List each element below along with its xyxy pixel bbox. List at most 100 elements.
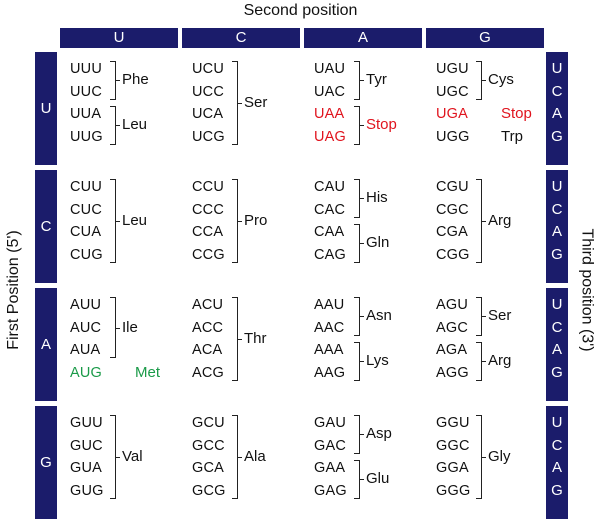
codon-AAC: AAC — [314, 319, 345, 336]
codon-CAG: CAG — [314, 246, 347, 263]
second-position-label: Second position — [243, 2, 358, 19]
codon-UCU: UCU — [192, 61, 225, 77]
codon-ACA: ACA — [192, 342, 223, 358]
codon-GAU: GAU — [314, 415, 347, 431]
amino-acid-his: His — [366, 189, 388, 207]
codon-UUC: UUC — [70, 83, 103, 100]
third-position-letter-A: A — [551, 341, 562, 358]
codon-GUU: GUU — [70, 415, 103, 431]
second-position-header-A: A — [304, 28, 422, 48]
amino-acid-stop: Stop — [501, 105, 532, 122]
third-position-letter-G: G — [551, 363, 563, 381]
amino-acid-val: Val — [122, 447, 143, 465]
third-position-letter-G: G — [551, 127, 563, 145]
third-position-letter-A: A — [551, 105, 562, 122]
codon-UUU: UUU — [70, 61, 103, 77]
third-position-letter-U: U — [551, 178, 563, 195]
codon-GGA: GGA — [436, 460, 469, 476]
bracket-tick — [237, 102, 242, 104]
second-position-header-U: U — [60, 28, 178, 48]
codon-CGA: CGA — [436, 224, 469, 240]
codon-UUG: UUG — [70, 128, 103, 145]
amino-acid-thr: Thr — [244, 329, 267, 347]
amino-acid-leu: Leu — [122, 211, 148, 229]
codon-CGC: CGC — [436, 201, 469, 218]
third-position-letter-C: C — [551, 200, 563, 218]
codon-AAA: AAA — [314, 342, 344, 358]
amino-acid-tyr: Tyr — [366, 71, 387, 89]
third-position-letter-C: C — [551, 436, 563, 454]
bracket-tick — [359, 434, 364, 436]
amino-acid-pro: Pro — [244, 211, 268, 229]
codon-ACG: ACG — [192, 364, 225, 381]
bracket-tick — [481, 316, 486, 318]
bracket-tick — [237, 456, 242, 458]
amino-acid-ser: Ser — [488, 307, 512, 325]
second-position-header-G: G — [426, 28, 544, 48]
codon-GAG: GAG — [314, 482, 347, 499]
codon-CUA: CUA — [70, 224, 102, 240]
amino-acid-ile: Ile — [122, 318, 138, 336]
first-position-header-G: G — [35, 406, 57, 519]
bracket-tick — [115, 456, 120, 458]
bracket-tick — [481, 80, 486, 82]
codon-cell: CUU CUC CUA CUG Leu — [60, 170, 178, 283]
codon-ACC: ACC — [192, 319, 224, 336]
bracket-tick — [359, 316, 364, 318]
bracket-tick — [481, 220, 486, 222]
bracket-tick — [359, 479, 364, 481]
amino-acid-cys: Cys — [488, 71, 514, 89]
codon-CGU: CGU — [436, 179, 469, 195]
codon-CCU: CCU — [192, 179, 225, 195]
codon-GCU: GCU — [192, 415, 225, 431]
codon-AGU: AGU — [436, 297, 469, 313]
bracket-tick — [359, 125, 364, 127]
first-position-header-A: A — [35, 288, 57, 401]
codon-CCA: CCA — [192, 224, 224, 240]
amino-acid-asp: Asp — [366, 425, 392, 443]
codon-AGA: AGA — [436, 342, 468, 358]
amino-acid-lys: Lys — [366, 352, 389, 370]
first-position-header-C: C — [35, 170, 57, 283]
codon-UGA: UGA — [436, 106, 469, 122]
codon-UAG: UAG — [314, 128, 347, 145]
codon-GGC: GGC — [436, 437, 470, 454]
third-position-letter-C: C — [551, 318, 563, 336]
bracket-tick — [359, 243, 364, 245]
codon-GUC: GUC — [70, 437, 103, 454]
codon-AGG: AGG — [436, 364, 469, 381]
codon-CUC: CUC — [70, 201, 103, 218]
amino-acid-gly: Gly — [488, 447, 511, 465]
codon-CUU: CUU — [70, 179, 103, 195]
codon-UGC: UGC — [436, 83, 469, 100]
bracket-tick — [115, 125, 120, 127]
codon-GAC: GAC — [314, 437, 347, 454]
amino-acid-asn: Asn — [366, 307, 392, 325]
codon-CUG: CUG — [70, 246, 103, 263]
codon-CGG: CGG — [436, 246, 470, 263]
amino-acid-phe: Phe — [122, 71, 149, 89]
codon-CAC: CAC — [314, 201, 346, 218]
amino-acid-trp: Trp — [501, 127, 523, 145]
codon-UCC: UCC — [192, 83, 225, 100]
amino-acid-arg: Arg — [488, 211, 512, 229]
codon-UAA: UAA — [314, 106, 345, 122]
second-position-header-C: C — [182, 28, 300, 48]
bracket-tick — [115, 220, 120, 222]
codon-UAU: UAU — [314, 61, 346, 77]
codon-UUA: UUA — [70, 106, 102, 122]
amino-acid-arg: Arg — [488, 352, 512, 370]
bracket-tick — [481, 361, 486, 363]
first-position-label: First Position (5') — [4, 230, 22, 350]
third-position-letter-C: C — [551, 82, 563, 100]
